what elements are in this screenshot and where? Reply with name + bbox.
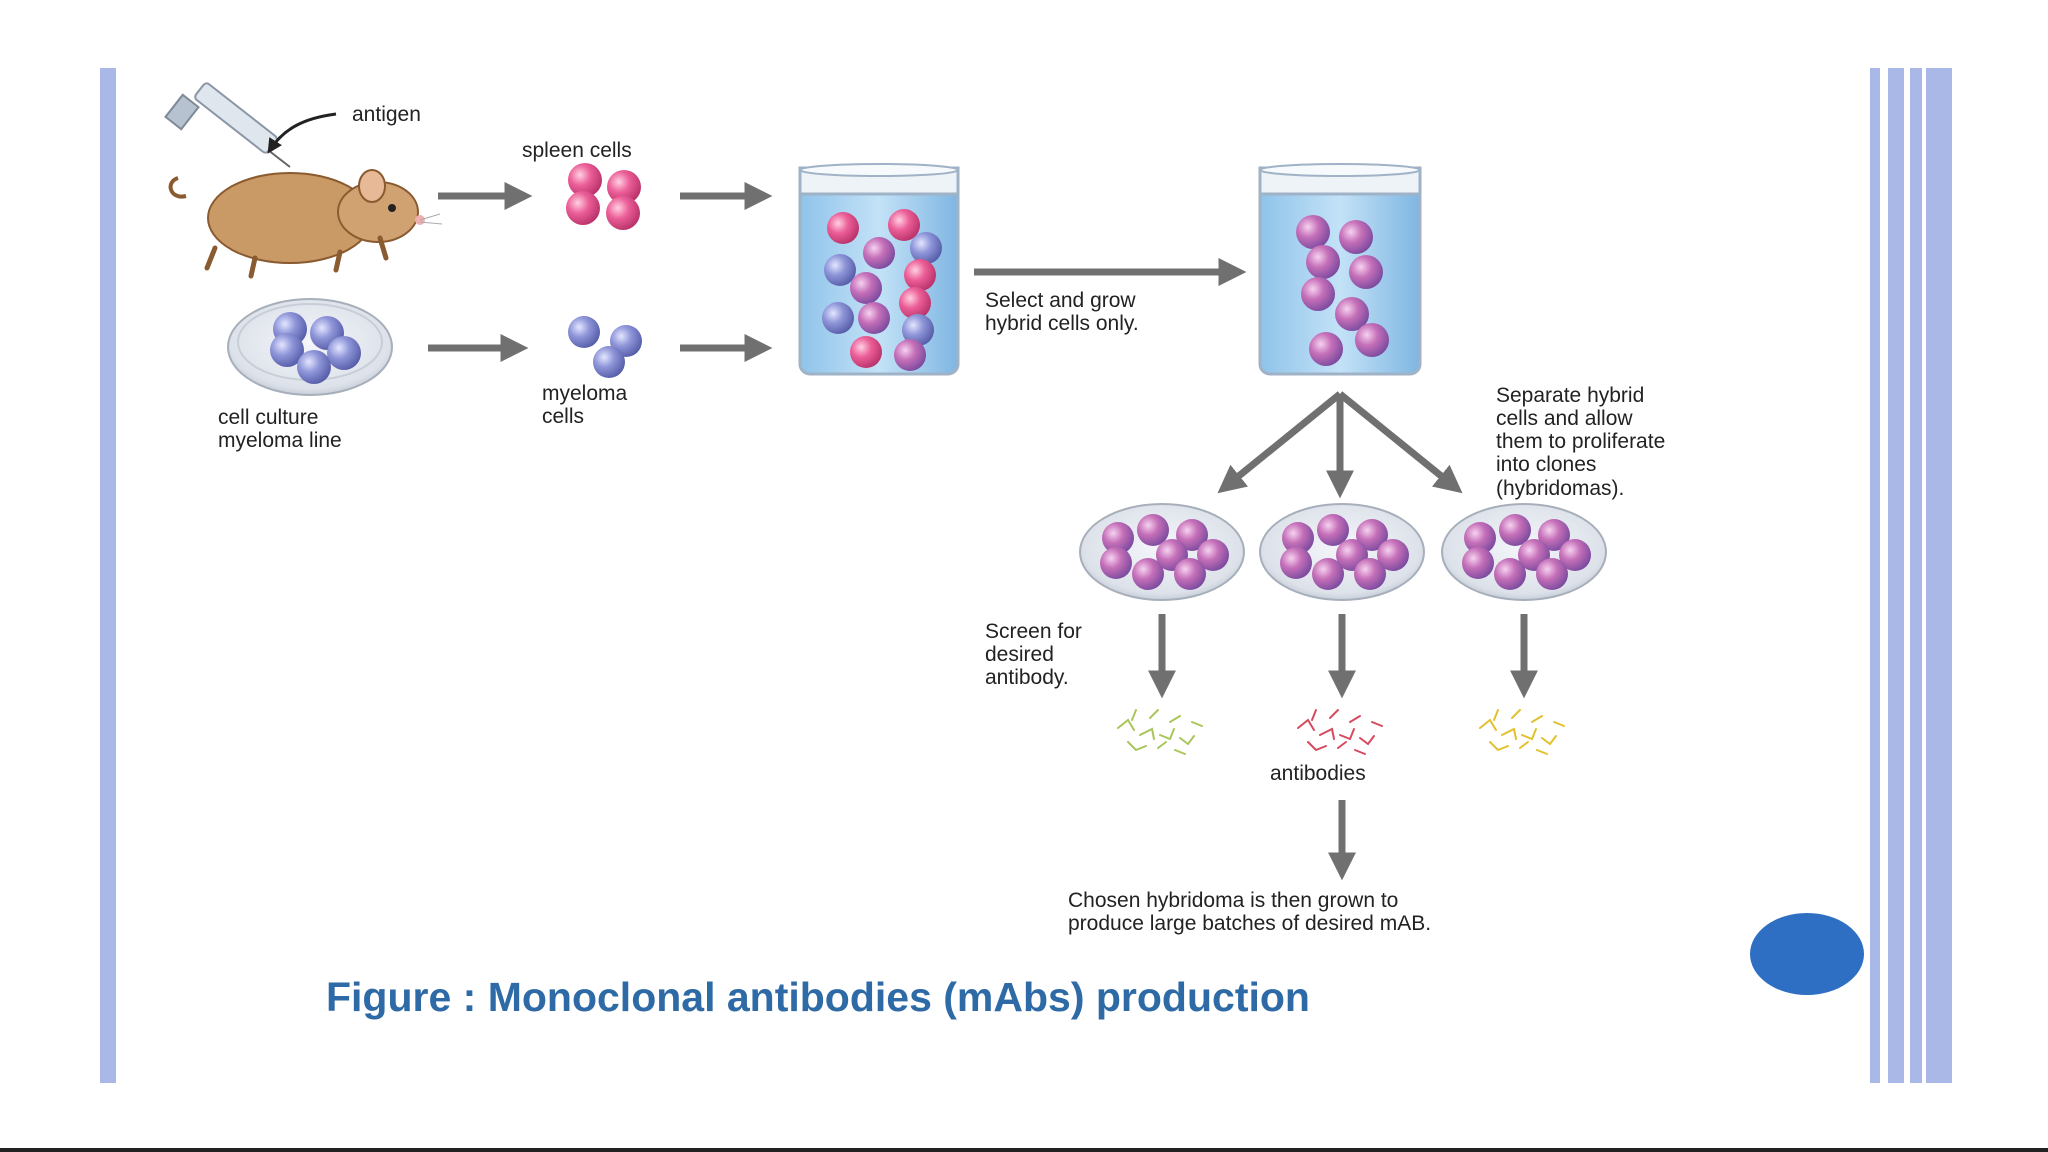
screen-label-line3: antibody. [985, 666, 1069, 689]
antibody-cluster-yellow [1479, 709, 1565, 755]
myeloma-line-label: myeloma line [218, 429, 342, 452]
decorative-circle [1750, 913, 1864, 995]
screen-label-line2: desired [985, 643, 1054, 666]
hybrid-test-tube [1258, 163, 1422, 376]
clone-dish-3 [1441, 503, 1607, 601]
separate-label-line4: into clones [1496, 453, 1596, 476]
antigen-pointer-arrow [267, 112, 337, 154]
fusion-test-tube [798, 163, 960, 376]
screen-label: Screen for [985, 620, 1082, 643]
chosen-label-line2: produce large batches of desired mAB. [1068, 912, 1431, 935]
right-frame-bar-2 [1888, 68, 1904, 1083]
antibody-cluster-red [1297, 709, 1383, 755]
figure-caption: Figure : Monoclonal antibodies (mAbs) pr… [326, 974, 1310, 1020]
myeloma-label: myeloma [542, 382, 628, 405]
spleen-cells [566, 163, 641, 230]
right-frame-bar-1 [1870, 68, 1880, 1083]
separate-label-line3: them to proliferate [1496, 430, 1665, 453]
bottom-rule [0, 1148, 2048, 1152]
syringe-icon [164, 82, 291, 168]
separate-label-line2: cells and allow [1496, 407, 1633, 430]
myeloma-cells [568, 316, 642, 378]
chosen-label: Chosen hybridoma is then grown to [1068, 889, 1398, 912]
arrow-branch-right [1337, 391, 1463, 494]
right-frame-bar-3 [1910, 68, 1922, 1083]
select-label: Select and grow [985, 289, 1136, 312]
myeloma-cells-label: cells [542, 405, 584, 428]
right-frame-bar-4 [1926, 68, 1952, 1083]
arrow-branch-left [1217, 391, 1343, 494]
separate-label: Separate hybrid [1496, 384, 1644, 407]
cell-culture-label: cell culture [218, 406, 318, 429]
spleen-cells-label: spleen cells [522, 139, 632, 162]
mouse-icon [168, 169, 443, 279]
antigen-label: antigen [352, 103, 421, 126]
separate-label-line5: (hybridomas). [1496, 477, 1624, 500]
cell-culture-dish [227, 298, 393, 396]
clone-dish-2 [1259, 503, 1425, 601]
select-label-line2: hybrid cells only. [985, 312, 1139, 335]
antibody-cluster-green [1117, 709, 1203, 755]
clone-dish-1 [1079, 503, 1245, 601]
antibodies-label: antibodies [1270, 762, 1366, 785]
left-frame-bar [100, 68, 116, 1083]
